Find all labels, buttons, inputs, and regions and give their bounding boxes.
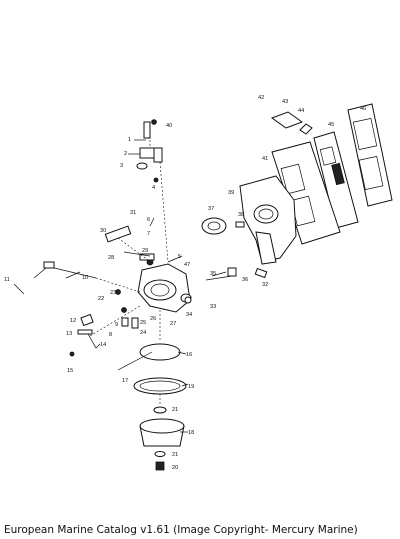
gasket-37: [201, 217, 227, 235]
small-parts-right: [184, 267, 268, 304]
part-label-37: 37: [208, 206, 214, 212]
float-bowl-stack: [117, 310, 187, 471]
part-label-5: 5: [178, 254, 181, 260]
part-label-47: 47: [184, 262, 190, 268]
part-label-36: 36: [242, 277, 248, 283]
manifold-gasket-stack: [270, 103, 393, 245]
part-label-43: 43: [282, 99, 288, 105]
part-label-26: 26: [150, 316, 156, 322]
part-label-3: 3: [120, 163, 123, 169]
part-label-10: 10: [82, 275, 88, 281]
part-label-21-upper: 21: [172, 407, 178, 413]
top-bracket-assembly: [136, 119, 169, 263]
part-label-21-lower: 21: [172, 452, 178, 458]
part-label-27: 27: [170, 321, 176, 327]
small-parts-left: [69, 289, 141, 357]
part-label-44: 44: [298, 108, 304, 114]
part-label-12: 12: [70, 318, 76, 324]
callout-leaders: [33, 139, 227, 433]
part-label-34: 34: [186, 312, 192, 318]
part-label-22: 22: [98, 296, 104, 302]
part-label-7: 7: [147, 231, 150, 237]
part-label-4: 4: [152, 185, 155, 191]
part-label-16: 16: [186, 352, 192, 358]
part-label-46: 46: [360, 106, 366, 112]
part-label-33: 33: [210, 304, 216, 310]
part-label-6: 6: [147, 217, 150, 223]
part-label-14: 14: [100, 342, 106, 348]
linkage-parts: [13, 225, 151, 295]
part-label-29: 29: [142, 248, 148, 254]
part-label-25: 25: [140, 320, 146, 326]
image-caption: European Marine Catalog v1.61 (Image Cop…: [4, 524, 358, 536]
part-label-9: 9: [115, 322, 118, 328]
part-label-11: 11: [4, 277, 10, 283]
part-label-35: 35: [210, 271, 216, 277]
part-label-31: 31: [130, 210, 136, 216]
part-label-42: 42: [258, 95, 264, 101]
part-label-45: 45: [328, 122, 334, 128]
part-label-39: 39: [228, 190, 234, 196]
part-label-24: 24: [140, 330, 146, 336]
part-label-18: 18: [188, 430, 194, 436]
part-label-20: 20: [172, 465, 178, 471]
carburetor-body: [137, 253, 192, 313]
part-label-15: 15: [67, 368, 73, 374]
part-label-30: 30: [100, 228, 106, 234]
part-label-1: 1: [128, 137, 131, 143]
part-label-38: 38: [238, 212, 244, 218]
part-label-32: 32: [262, 282, 268, 288]
part-label-23: 23: [110, 290, 116, 296]
part-label-40: 40: [166, 123, 172, 129]
part-label-41: 41: [262, 156, 268, 162]
stud-38: [235, 221, 245, 228]
intake-body: [239, 175, 297, 265]
part-label-17: 17: [122, 378, 128, 384]
part-label-2: 2: [124, 151, 127, 157]
part-label-19: 19: [188, 384, 194, 390]
exploded-parts-diagram: 1 2 3 4 5 6 7 8 9 10 11 12 13 14 15 16 1…: [4, 95, 393, 471]
part-label-28: 28: [108, 255, 114, 261]
part-label-8: 8: [109, 332, 112, 338]
part-label-13: 13: [66, 331, 72, 337]
